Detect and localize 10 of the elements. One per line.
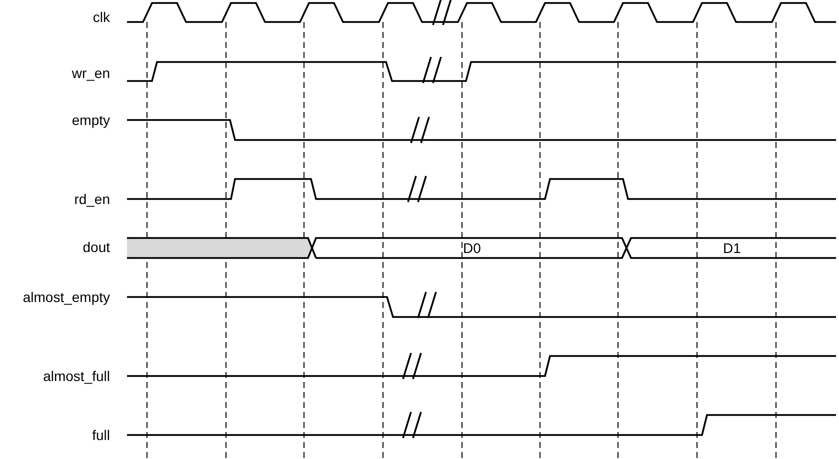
signal-name: dout	[82, 239, 110, 255]
signal-name: empty	[72, 112, 110, 128]
signal-name: clk	[92, 9, 110, 25]
signal-name: almost_full	[43, 368, 110, 384]
signal-name: wr_en	[72, 65, 110, 81]
bus-value-label: D1	[723, 240, 741, 256]
signal-name: full	[92, 427, 110, 443]
bus-value-label: D0	[463, 240, 481, 256]
signal-name: almost_empty	[22, 289, 110, 305]
signal-name: rd_en	[74, 191, 110, 207]
